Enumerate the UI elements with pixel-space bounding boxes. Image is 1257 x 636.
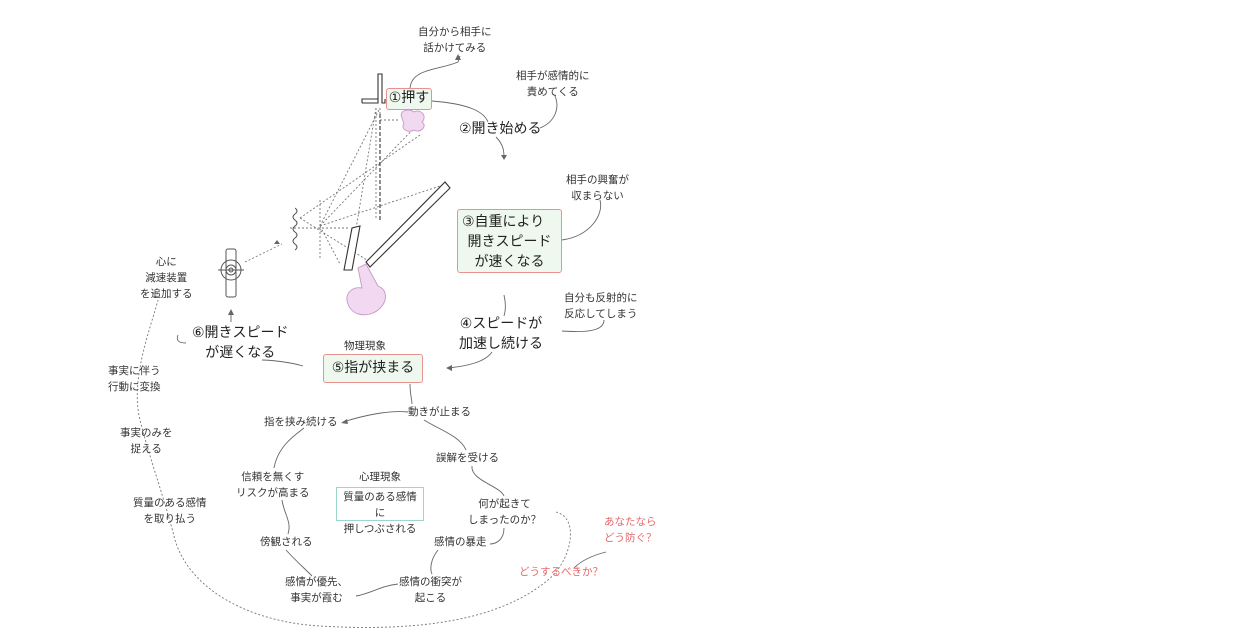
- label-psych: 心理現象: [359, 471, 401, 483]
- connector-pinch-slower: [261, 359, 304, 367]
- spring-icon: [292, 207, 298, 251]
- box-suppressed[interactable]: 質量のある感情に 押しつぶされる: [336, 487, 424, 535]
- connector-faster-accel: [503, 294, 506, 317]
- connector-trust-ignored: [281, 499, 290, 535]
- connector-misunderstand-what: [471, 465, 505, 497]
- label-facts-only: 事実のみを捉える: [120, 427, 173, 455]
- connector-conflict-emotion: [355, 583, 399, 597]
- connector-stops-keep: [342, 411, 409, 423]
- label-slower: ⑥開きスピードが遅くなる: [192, 325, 289, 361]
- label-physical: 物理現象: [344, 340, 386, 352]
- label-keep-pinched: 指を挟み続ける: [264, 416, 338, 428]
- connector-pinch-stops: [409, 383, 413, 405]
- label-remove: 質量のある感情を取り払う: [133, 497, 207, 525]
- connector-accel-pinch: [447, 351, 493, 369]
- box-faster[interactable]: ③自重により 開きスピード が速くなる: [457, 209, 562, 273]
- label-lose-trust: 信頼を無くすリスクが高まる: [236, 471, 310, 499]
- label-talk: 自分から相手に話かけてみる: [418, 26, 492, 54]
- label-stops: 動きが止まる: [408, 406, 471, 418]
- connector-runaway-conflict: [430, 549, 439, 575]
- dashed-damper-spring: [244, 243, 283, 263]
- label-what-happened: 何が起きてしまったのか？: [468, 498, 542, 526]
- connector-faster-excite: [561, 199, 602, 241]
- door-illustration: [343, 73, 451, 271]
- connector-ignored-emotion: [285, 549, 313, 577]
- connector-push-talk: [409, 55, 461, 89]
- connector-stops-misunderstand: [423, 419, 467, 451]
- label-damper: 心に減速装置を追加する: [140, 256, 193, 300]
- label-ignored: 傍観される: [260, 536, 313, 548]
- connector-accel-react: [561, 319, 605, 332]
- label-excite: 相手の興奮が収まらない: [566, 174, 629, 202]
- connector-you-should: [573, 551, 607, 569]
- connector-slower-hook: [176, 334, 187, 344]
- box-pinched[interactable]: ⑤指が挟まる: [323, 354, 423, 383]
- dashed-arrow: [152, 291, 159, 300]
- damper-icon: [218, 248, 244, 298]
- dashed-feedback-loop: [136, 299, 571, 628]
- label-conflict: 感情の衝突が起こる: [399, 576, 462, 604]
- label-open-start: ②開き始める: [459, 121, 542, 137]
- connector-keep-trust: [273, 427, 305, 469]
- connector-open-blame: [539, 95, 558, 129]
- connector-push-open: [431, 100, 489, 123]
- connector-what-runaway: [489, 527, 505, 545]
- label-should: どうするべきか？: [519, 566, 603, 578]
- label-accel: ④スピードが加速し続ける: [459, 316, 543, 352]
- hand-icon-bottom: [346, 263, 386, 316]
- label-runaway: 感情の暴走: [434, 536, 487, 548]
- label-react: 自分も反射的に反応してしまう: [564, 292, 638, 320]
- label-emotion-first: 感情が優先、事実が霞む: [285, 576, 348, 604]
- connector-open-door: [495, 136, 505, 159]
- label-you: あなたならどう防ぐ？: [604, 516, 657, 544]
- label-blame: 相手が感情的に責めてくる: [516, 70, 590, 98]
- label-misunderstood: 誤解を受ける: [436, 452, 499, 464]
- label-convert: 事実に伴う行動に変換: [108, 365, 161, 393]
- box-push[interactable]: ①押す: [386, 88, 432, 110]
- hand-icon-top: [400, 109, 425, 132]
